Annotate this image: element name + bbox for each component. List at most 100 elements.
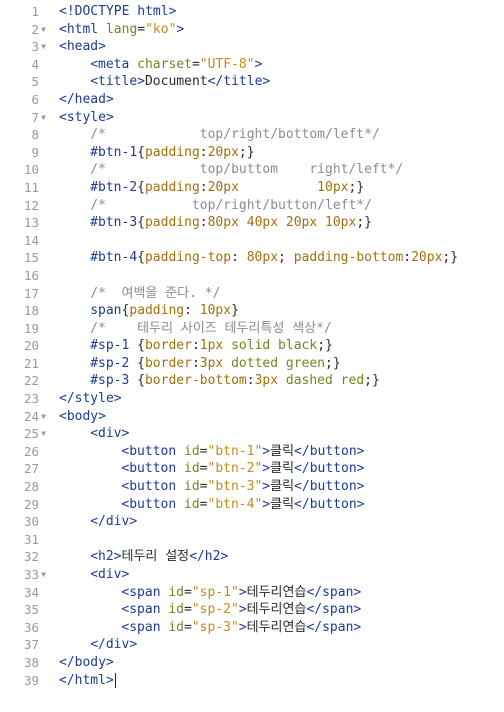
code-line[interactable]: 28<button id="btn-3">클릭</button> xyxy=(0,478,504,496)
line-number: 11 xyxy=(23,179,39,195)
code-token-sel: #sp-2 xyxy=(90,355,130,371)
fold-spacer xyxy=(39,372,48,390)
code-line[interactable]: 22#sp-3 {border-bottom:3px dashed red;} xyxy=(0,372,504,390)
code-line[interactable]: 8/* top/right/bottom/left*/ xyxy=(0,126,504,144)
code-content: #sp-1 {border:1px solid black;} xyxy=(48,337,333,355)
code-token-num: 80px xyxy=(246,250,279,266)
code-token-tag: <body> xyxy=(59,408,106,424)
code-token-default: = xyxy=(199,496,208,512)
code-line[interactable]: 21#sp-2 {border:3px dotted green;} xyxy=(0,355,504,373)
code-content: <div> xyxy=(48,425,129,443)
code-token-tag: </head> xyxy=(59,91,114,107)
line-gutter: 4 xyxy=(0,56,48,74)
code-line[interactable]: 11#btn-2{padding:20px 10px;} xyxy=(0,179,504,197)
code-line[interactable]: 31 xyxy=(0,531,504,549)
fold-arrow-icon[interactable]: ▼ xyxy=(41,42,46,52)
code-line[interactable]: 25▼<div> xyxy=(0,425,504,443)
fold-spacer xyxy=(39,672,48,690)
code-token-tag: </button> xyxy=(294,461,365,477)
code-token-prop: border xyxy=(144,355,192,371)
code-content: /* top/buttom right/left*/ xyxy=(48,161,403,179)
line-number: 28 xyxy=(23,479,39,495)
code-token-cm: /* top/right/bottom/left*/ xyxy=(90,127,380,143)
code-line[interactable]: 36<span id="sp-3">테두리연습</span> xyxy=(0,619,504,637)
code-line[interactable]: 14 xyxy=(0,232,504,250)
code-token-prop: padding xyxy=(144,215,200,231)
code-line[interactable]: 24▼<body> xyxy=(0,408,504,426)
line-number: 34 xyxy=(23,584,39,600)
line-gutter: 2▼ xyxy=(0,21,48,39)
code-line[interactable]: 30</div> xyxy=(0,513,504,531)
fold-spacer xyxy=(39,513,48,531)
fold-arrow-icon[interactable]: ▼ xyxy=(41,411,46,421)
code-token-str: "btn-3" xyxy=(207,479,263,495)
code-token-num: 80px 40px 20px 10px xyxy=(207,215,357,231)
fold-spacer xyxy=(39,73,48,91)
fold-spacer xyxy=(39,337,48,355)
code-line[interactable]: 1<!DOCTYPE html> xyxy=(0,3,504,21)
code-line[interactable]: 3▼<head> xyxy=(0,38,504,56)
code-line[interactable]: 12/* top/right/button/left*/ xyxy=(0,197,504,215)
code-line[interactable]: 16 xyxy=(0,267,504,285)
code-token-default: ;} xyxy=(348,179,365,195)
code-token-tag: </button> xyxy=(294,443,365,459)
code-line[interactable]: 13#btn-3{padding:80px 40px 20px 10px;} xyxy=(0,214,504,232)
code-token-attr: lang xyxy=(105,21,138,37)
code-token-text: 테두리연습 xyxy=(246,584,307,600)
code-line[interactable]: 19/* 테두리 사이즈 테두리특성 색상*/ xyxy=(0,320,504,338)
fold-spacer xyxy=(39,443,48,461)
code-line[interactable]: 35<span id="sp-2">테두리연습</span> xyxy=(0,601,504,619)
fold-arrow-icon[interactable]: ▼ xyxy=(41,24,46,34)
code-line[interactable]: 29<button id="btn-4">클릭</button> xyxy=(0,496,504,514)
code-line[interactable]: 9#btn-1{padding:20px;} xyxy=(0,144,504,162)
code-line[interactable]: 37</div> xyxy=(0,636,504,654)
code-token-default: { xyxy=(137,179,145,195)
code-line[interactable]: 27<button id="btn-2">클릭</button> xyxy=(0,460,504,478)
code-token-default: = xyxy=(199,443,208,459)
code-line[interactable]: 2▼<html lang="ko"> xyxy=(0,21,504,39)
line-number: 15 xyxy=(23,250,39,266)
code-line[interactable]: 6 </head> xyxy=(0,91,504,109)
line-gutter: 22 xyxy=(0,372,48,390)
code-token-str: "btn-2" xyxy=(207,461,263,477)
code-token-text: Document xyxy=(144,74,208,90)
code-line[interactable]: 20#sp-1 {border:1px solid black;} xyxy=(0,337,504,355)
fold-arrow-icon[interactable]: ▼ xyxy=(41,112,46,122)
code-line[interactable]: 32<h2>테두리 설정</h2> xyxy=(0,548,504,566)
fold-arrow-icon[interactable]: ▼ xyxy=(41,429,46,439)
code-line[interactable]: 33▼<div> xyxy=(0,566,504,584)
line-gutter: 6 xyxy=(0,91,48,109)
code-token-default: { xyxy=(129,355,145,371)
line-gutter: 29 xyxy=(0,496,48,514)
code-token-default xyxy=(278,373,286,388)
code-token-str: "btn-1" xyxy=(207,443,263,459)
code-line[interactable]: 39</html> xyxy=(0,672,504,690)
code-token-cm: /* 여백을 준다. */ xyxy=(90,285,221,301)
code-line[interactable]: 23</style> xyxy=(0,390,504,408)
code-token-default xyxy=(223,356,231,371)
line-gutter: 27 xyxy=(0,460,48,478)
code-line[interactable]: 17/* 여백을 준다. */ xyxy=(0,285,504,303)
code-token-str: "sp-2" xyxy=(191,602,239,618)
fold-arrow-icon[interactable]: ▼ xyxy=(41,570,46,579)
code-line[interactable]: 34<span id="sp-1">테두리연습</span> xyxy=(0,584,504,602)
text-cursor xyxy=(114,672,116,688)
code-line[interactable]: 4<meta charset="UTF-8"> xyxy=(0,56,504,74)
line-gutter: 32 xyxy=(0,548,48,566)
code-line[interactable]: 38</body> xyxy=(0,654,504,672)
code-line[interactable]: 26<button id="btn-1">클릭</button> xyxy=(0,443,504,461)
code-line[interactable]: 5<title>Document</title> xyxy=(0,73,504,91)
code-token-tag: <div> xyxy=(90,567,130,582)
code-token-tag: <title> xyxy=(90,74,145,90)
code-token-prop: border xyxy=(144,338,192,354)
code-token-default: = xyxy=(184,602,192,618)
code-token-sel: #sp-3 xyxy=(90,373,130,389)
code-token-tag: <meta xyxy=(90,56,138,72)
line-number: 39 xyxy=(23,672,39,688)
code-line[interactable]: 15#btn-4{padding-top: 80px; padding-bott… xyxy=(0,249,504,267)
code-token-tag: </h2> xyxy=(189,549,229,565)
code-line[interactable]: 10/* top/buttom right/left*/ xyxy=(0,161,504,179)
code-line[interactable]: 7▼<style> xyxy=(0,109,504,127)
